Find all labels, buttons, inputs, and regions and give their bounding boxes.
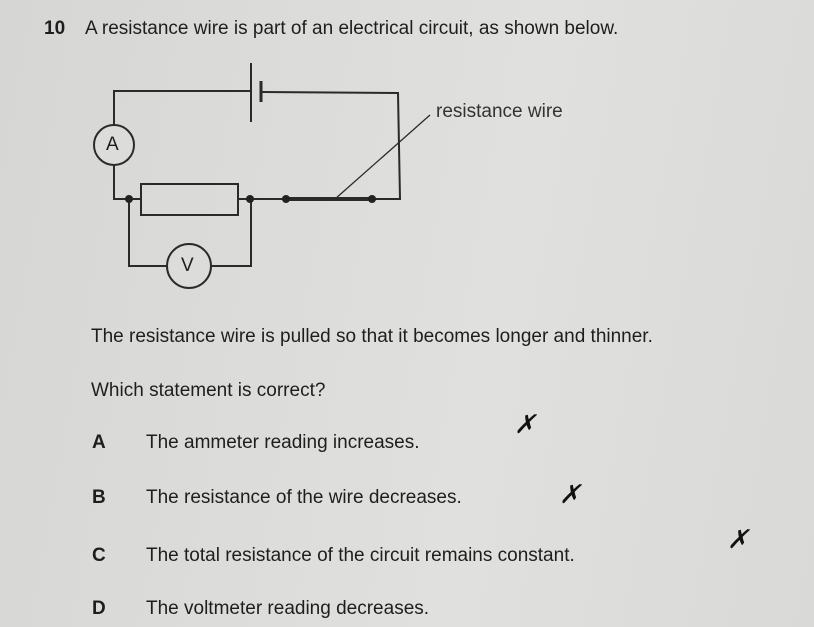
option-letter: D: [92, 598, 106, 619]
question-number: 10: [44, 18, 66, 39]
cross-mark-icon: ✗: [514, 410, 536, 440]
voltmeter-label: V: [181, 255, 194, 276]
circuit-svg: [93, 63, 431, 289]
fixed-resistor: [140, 183, 239, 216]
resistance-wire-label: resistance wire: [436, 101, 563, 122]
question-stem: A resistance wire is part of an electric…: [85, 18, 619, 39]
scenario-text: The resistance wire is pulled so that it…: [91, 326, 653, 347]
option-text: The voltmeter reading decreases.: [146, 598, 430, 619]
ammeter-label: A: [106, 134, 119, 155]
option-text: The total resistance of the circuit rema…: [146, 545, 575, 566]
option-text: The resistance of the wire decreases.: [146, 487, 462, 508]
question-prompt: Which statement is correct?: [91, 380, 326, 401]
option-letter: C: [92, 545, 106, 566]
option-letter: B: [92, 487, 106, 508]
cross-mark-icon: ✗: [727, 525, 749, 555]
option-letter: A: [92, 432, 106, 453]
option-text: The ammeter reading increases.: [146, 432, 420, 453]
ammeter: [93, 124, 135, 166]
cross-mark-icon: ✗: [559, 480, 581, 510]
voltmeter: [166, 243, 212, 289]
